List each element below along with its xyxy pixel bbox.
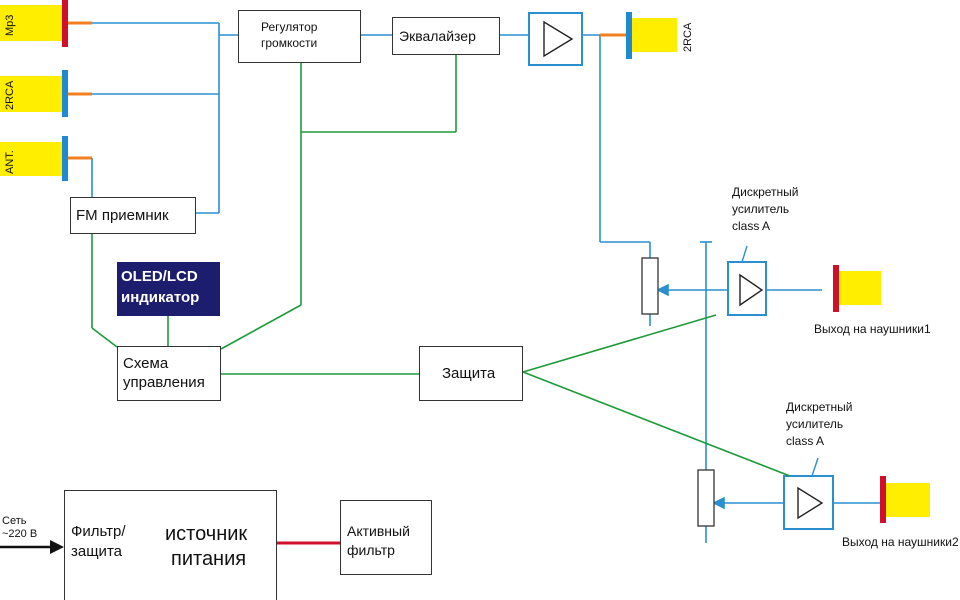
headphone-amp-2 — [783, 475, 834, 530]
headphone-jack-2 — [880, 476, 930, 523]
rca-out-connector — [600, 12, 677, 59]
fm-receiver-label: FM приемник — [76, 207, 169, 224]
display-label-1: OLED/LCD — [121, 268, 198, 285]
fm-receiver-block: FM приемник — [70, 197, 196, 234]
control-circuit-block: Схема управления — [117, 346, 221, 401]
amp2-label-2: усилитель — [786, 417, 844, 431]
amp2-label-1: Дискретный — [786, 400, 853, 414]
mp3-label: Mp3 — [4, 14, 16, 36]
headphone-jack-1 — [833, 265, 881, 312]
rca-in-connector — [0, 70, 92, 117]
control-label-1: Схема — [123, 355, 169, 372]
potentiometer-2 — [697, 469, 715, 527]
mains-label-2: ~220 В — [2, 528, 38, 540]
amp1-label-1: Дискретный — [732, 185, 799, 199]
wiper-arrows — [656, 283, 784, 510]
amp1-label-2: усилитель — [732, 202, 790, 216]
psu-label-1: источник — [165, 523, 248, 545]
amp2-label-3: class A — [786, 434, 825, 448]
active-filter-label-2: фильтр — [347, 542, 395, 558]
display-label-2: индикатор — [121, 289, 200, 306]
antenna-connector — [0, 136, 92, 181]
control-lines — [91, 55, 791, 477]
control-label-2: управления — [123, 374, 205, 391]
volume-label-1: Регулятор — [261, 20, 318, 34]
active-filter-label-1: Активный — [347, 523, 410, 539]
rca-in-label: 2RCA — [4, 80, 16, 110]
mp3-connector — [0, 0, 92, 47]
headphones1-label: Выход на наушники1 — [814, 322, 931, 336]
mains-label-1: Сеть — [2, 515, 27, 527]
display-block: OLED/LCD индикатор — [117, 262, 220, 316]
amp1-label-3: class A — [732, 219, 771, 233]
equalizer-label: Эквалайзер — [399, 28, 476, 44]
headphones2-label: Выход на наушники2 — [842, 535, 959, 549]
ant-label: ANT. — [4, 150, 16, 174]
psu-label-2: питания — [171, 548, 247, 570]
power-supply-block: Фильтр/ защита источник питания — [64, 490, 277, 600]
equalizer-block: Эквалайзер — [392, 17, 500, 55]
mains-arrow — [0, 540, 64, 554]
main-amplifier — [528, 12, 583, 66]
protection-block: Защита — [419, 346, 523, 401]
protection-label: Защита — [442, 365, 496, 382]
volume-control-block: Регулятор громкости — [238, 10, 361, 63]
potentiometer-1 — [641, 257, 659, 315]
volume-label-2: громкости — [261, 36, 318, 50]
amp1-callout — [741, 245, 748, 263]
filter-label-1: Фильтр/ — [71, 523, 126, 540]
headphone-amp-1 — [727, 261, 767, 316]
filter-label-2: защита — [71, 543, 122, 560]
active-filter-block: Активный фильтр — [340, 500, 432, 575]
amp2-callout — [811, 457, 819, 477]
rca-out-label: 2RCA — [682, 22, 694, 52]
